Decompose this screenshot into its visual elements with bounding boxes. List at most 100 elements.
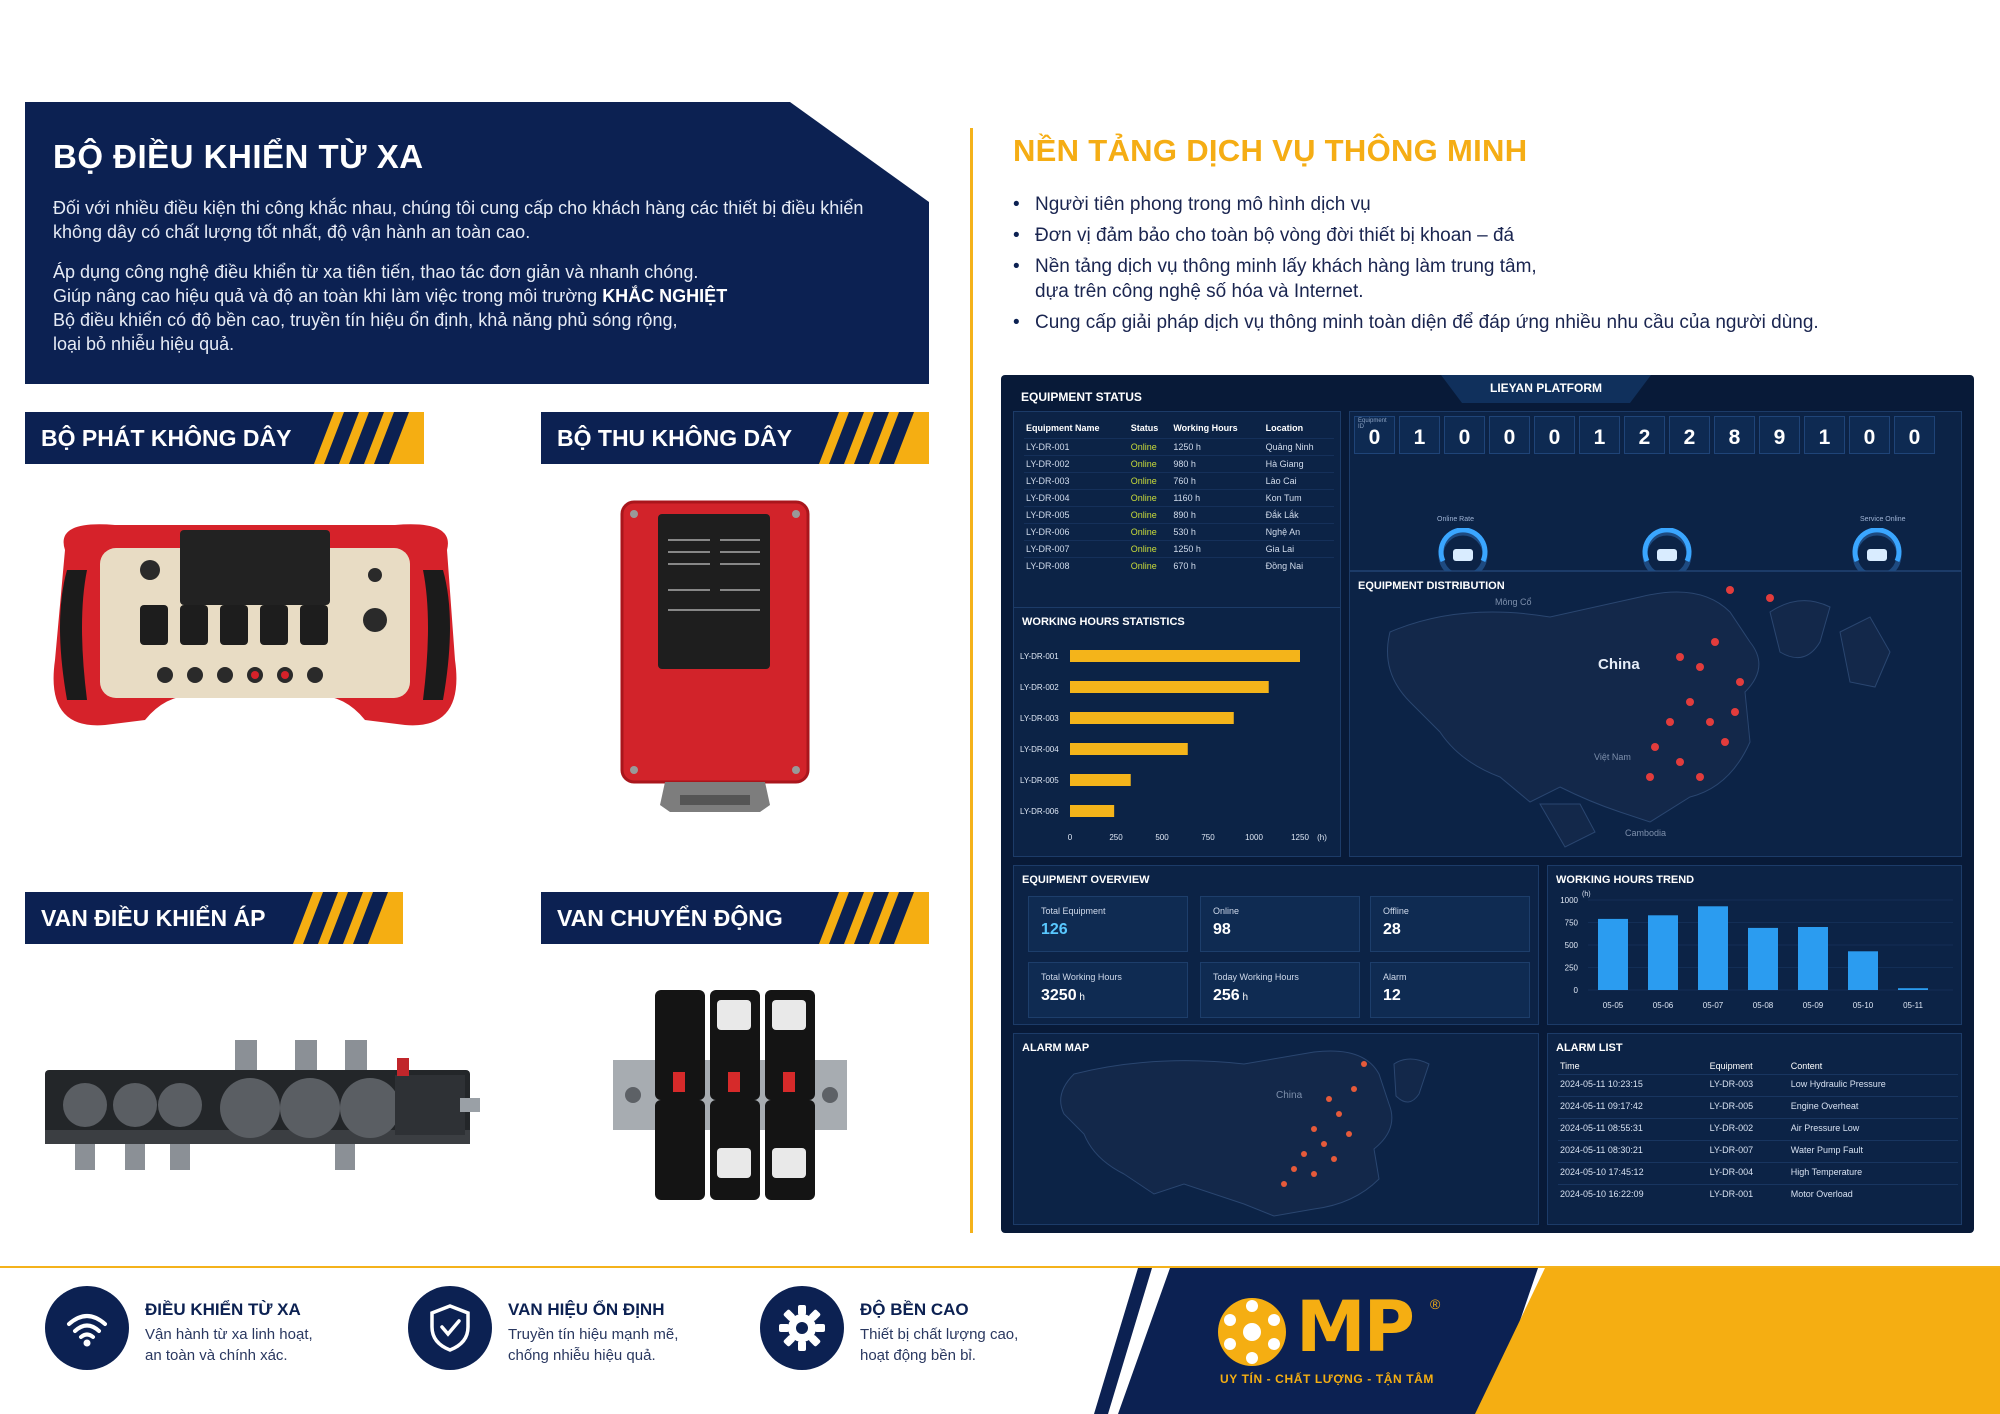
- axis-unit: (h): [1582, 891, 1591, 898]
- distribution-panel: EQUIPMENT DISTRIBUTION Mông Cổ China Việ…: [1349, 571, 1962, 857]
- shield-check-icon: [408, 1286, 492, 1370]
- brand-reg-mark: ®: [1430, 1296, 1441, 1312]
- table-cell: Online: [1128, 472, 1172, 490]
- section-receiver: BỘ THU KHÔNG DÂY: [541, 412, 929, 464]
- table-cell: Online: [1128, 540, 1172, 558]
- table-cell: Air Pressure Low: [1788, 1118, 1958, 1141]
- tick-label: 1250: [1291, 833, 1309, 842]
- stripe-decoration: [314, 412, 424, 464]
- map-pin: [1346, 1131, 1352, 1137]
- map-pin: [1696, 663, 1704, 671]
- table-header: Equipment: [1709, 1061, 1753, 1071]
- category-label: 05-08: [1753, 1001, 1774, 1010]
- map-pin: [1676, 653, 1684, 661]
- working-hours-title: WORKING HOURS STATISTICS: [1022, 616, 1185, 628]
- table-cell: 1250 h: [1171, 438, 1264, 456]
- table-cell: Online: [1128, 438, 1172, 456]
- table-cell: LY-DR-005: [1707, 1096, 1789, 1119]
- list-item: Đơn vị đảm bảo cho toàn bộ vòng đời thiế…: [1013, 223, 1973, 248]
- table-cell: LY-DR-001: [1024, 438, 1129, 456]
- trend-title: WORKING HOURS TREND: [1556, 874, 1695, 886]
- table-cell: LY-DR-004: [1024, 489, 1129, 507]
- table-cell: 890 h: [1171, 506, 1264, 524]
- table-cell: LY-DR-004: [1707, 1162, 1789, 1185]
- map-pin: [1731, 708, 1739, 716]
- map-pin: [1281, 1181, 1287, 1187]
- table-cell: 1160 h: [1171, 489, 1264, 507]
- map-pin: [1336, 1111, 1342, 1117]
- table-cell: Water Pump Fault: [1788, 1140, 1958, 1163]
- bar: [1898, 988, 1928, 990]
- bar: [1070, 712, 1234, 724]
- table-cell: 760 h: [1171, 472, 1264, 490]
- table-cell: Đắk Lắk: [1263, 506, 1334, 524]
- table-cell: Hà Giang: [1263, 455, 1334, 473]
- counter-digit: 0: [1534, 416, 1575, 454]
- table-cell: 2024-05-11 08:55:31: [1558, 1118, 1708, 1141]
- list-item: Nền tảng dịch vụ thông minh lấy khách hà…: [1013, 254, 1973, 304]
- bar: [1070, 774, 1131, 786]
- map-pin: [1686, 698, 1694, 706]
- hero-paragraph-2: Áp dụng công nghệ điều khiển từ xa tiên …: [53, 262, 728, 354]
- hero-banner: BỘ ĐIỀU KHIỂN TỪ XA Đối với nhiều điều k…: [25, 102, 929, 384]
- alarm-map: [1060, 1050, 1430, 1217]
- tick-label: 750: [1565, 919, 1579, 928]
- map-pin: [1331, 1156, 1337, 1162]
- table-cell: Engine Overheat: [1788, 1096, 1958, 1119]
- gauge-label: Service Online: [1860, 516, 1906, 523]
- section-motion-valve: VAN CHUYỂN ĐỘNG: [541, 892, 929, 944]
- section-transmitter: BỘ PHÁT KHÔNG DÂY: [25, 412, 424, 464]
- map-pin: [1736, 678, 1744, 686]
- tick-label: 750: [1201, 833, 1215, 842]
- section-pressure-valve: VAN ĐIỀU KHIỂN ÁP: [25, 892, 403, 944]
- brand-slogan: UY TÍN - CHẤT LƯỢNG - TẬN TÂM: [1220, 1372, 1435, 1386]
- counter-digit: 2: [1669, 416, 1710, 454]
- platform-title: NỀN TẢNG DỊCH VỤ THÔNG MINH: [1013, 133, 1528, 168]
- map-label-mongolia: Mông Cổ: [1495, 597, 1532, 607]
- feature-title: ĐỘ BỀN CAO: [860, 1300, 969, 1319]
- category-label: LY-DR-004: [1020, 745, 1059, 754]
- table-cell: 2024-05-11 08:30:21: [1558, 1140, 1708, 1163]
- table-cell: Low Hydraulic Pressure: [1788, 1074, 1958, 1097]
- table-cell: LY-DR-005: [1024, 506, 1129, 524]
- table-cell: Online: [1128, 523, 1172, 541]
- tick-label: 500: [1155, 833, 1169, 842]
- table-cell: 980 h: [1171, 455, 1264, 473]
- counter-digit: 2: [1624, 416, 1665, 454]
- tick-label: 1000: [1560, 896, 1578, 905]
- map-pin: [1311, 1171, 1317, 1177]
- dashboard-screenshot: EQUIPMENT STATUS LIEYAN PLATFORM Equipme…: [1001, 375, 1974, 1233]
- stripe-decoration: [819, 412, 929, 464]
- receiver-unit-image: [620, 500, 810, 812]
- bar: [1070, 650, 1300, 662]
- map-pin: [1676, 758, 1684, 766]
- table-cell: 2024-05-11 09:17:42: [1558, 1096, 1708, 1119]
- motion-valve-image: [613, 990, 847, 1200]
- map-pin: [1711, 638, 1719, 646]
- category-label: 05-07: [1703, 1001, 1724, 1010]
- stripe-decoration: [819, 892, 929, 944]
- map-pin: [1696, 773, 1704, 781]
- map-label-vietnam: Việt Nam: [1594, 752, 1631, 762]
- tick-label: 250: [1565, 964, 1579, 973]
- tick-label: 0: [1068, 833, 1073, 842]
- category-label: LY-DR-005: [1020, 776, 1059, 785]
- remote-transmitter-image: [53, 524, 457, 726]
- bar: [1070, 743, 1188, 755]
- map-label-cambodia: Cambodia: [1625, 828, 1667, 838]
- bar: [1598, 918, 1628, 990]
- counter-digit: 1: [1399, 416, 1440, 454]
- table-cell: LY-DR-002: [1707, 1118, 1789, 1141]
